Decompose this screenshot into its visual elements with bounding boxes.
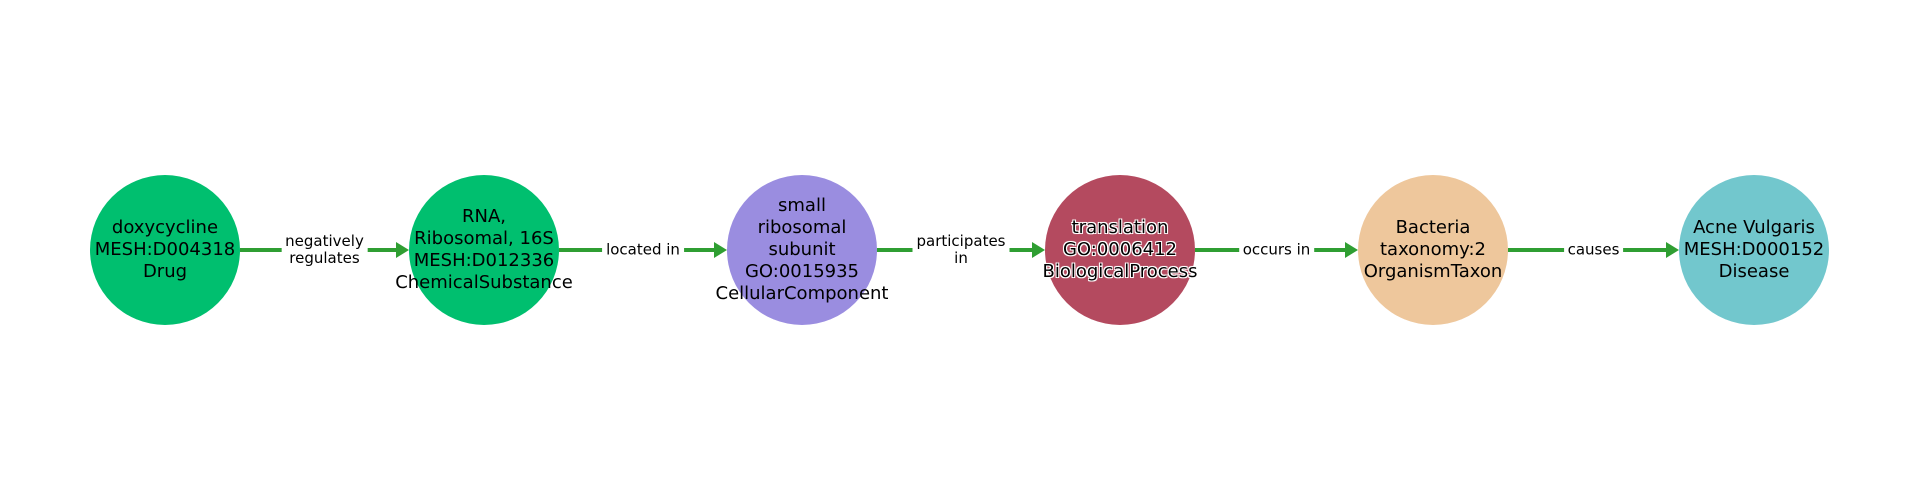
graph-node-rna-ribosomal-16s: RNA, Ribosomal, 16S MESH:D012336 Chemica…: [395, 175, 573, 325]
graph-node-acne-vulgaris: Acne Vulgaris MESH:D000152 Disease: [1679, 175, 1829, 325]
edge-located-in: located in: [559, 240, 727, 260]
node-label: translation GO:0006412 BiologicalProcess: [1042, 217, 1198, 282]
edge-label: located in: [602, 240, 684, 260]
node-label: Acne Vulgaris MESH:D000152 Disease: [1683, 217, 1825, 282]
arrowhead-icon: [1666, 242, 1679, 258]
edge-label: occurs in: [1238, 240, 1315, 260]
edge-label: causes: [1563, 240, 1624, 260]
node-label: RNA, Ribosomal, 16S MESH:D012336 Chemica…: [395, 206, 573, 293]
edge-label: participates in: [912, 231, 1010, 269]
graph-node-doxycycline: doxycycline MESH:D004318 Drug: [90, 175, 240, 325]
node-label: doxycycline MESH:D004318 Drug: [94, 217, 236, 282]
graph-node-bacteria: Bacteria taxonomy:2 OrganismTaxon: [1358, 175, 1508, 325]
edge-participates-in: participates in: [877, 231, 1045, 269]
node-label: Bacteria taxonomy:2 OrganismTaxon: [1363, 217, 1503, 282]
graph-node-translation: translation GO:0006412 BiologicalProcess: [1042, 175, 1198, 325]
edge-causes: causes: [1508, 240, 1679, 260]
arrowhead-icon: [1345, 242, 1358, 258]
graph-node-small-ribosomal-subunit: small ribosomal subunit GO:0015935 Cellu…: [716, 175, 889, 325]
arrowhead-icon: [396, 242, 409, 258]
arrowhead-icon: [714, 242, 727, 258]
arrowhead-icon: [1032, 242, 1045, 258]
node-label: small ribosomal subunit GO:0015935 Cellu…: [715, 195, 889, 304]
edge-label: negatively regulates: [281, 231, 368, 269]
edge-negatively-regulates: negatively regulates: [240, 231, 409, 269]
edge-occurs-in: occurs in: [1195, 240, 1358, 260]
